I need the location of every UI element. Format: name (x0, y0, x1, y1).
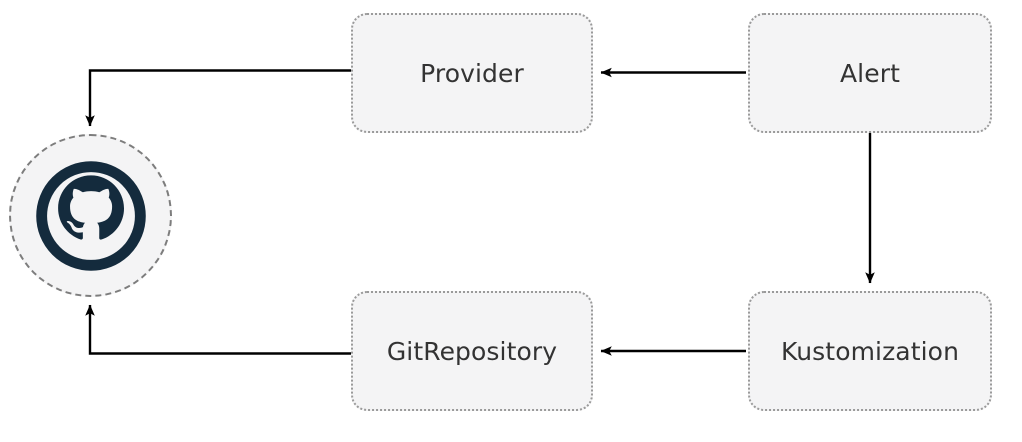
node-provider[interactable]: Provider (351, 13, 593, 133)
edge-provider-to-github (85, 69, 351, 127)
edge-gitrepository-to-github (85, 304, 351, 355)
node-kustomization-label: Kustomization (780, 336, 960, 366)
github-octocat-icon (35, 160, 146, 271)
node-gitrepository[interactable]: GitRepository (351, 291, 593, 411)
node-alert[interactable]: Alert (748, 13, 992, 133)
node-github[interactable] (9, 134, 172, 297)
node-provider-label: Provider (420, 58, 524, 88)
node-kustomization[interactable]: Kustomization (748, 291, 992, 411)
node-gitrepository-label: GitRepository (386, 336, 558, 366)
node-alert-label: Alert (839, 58, 900, 88)
